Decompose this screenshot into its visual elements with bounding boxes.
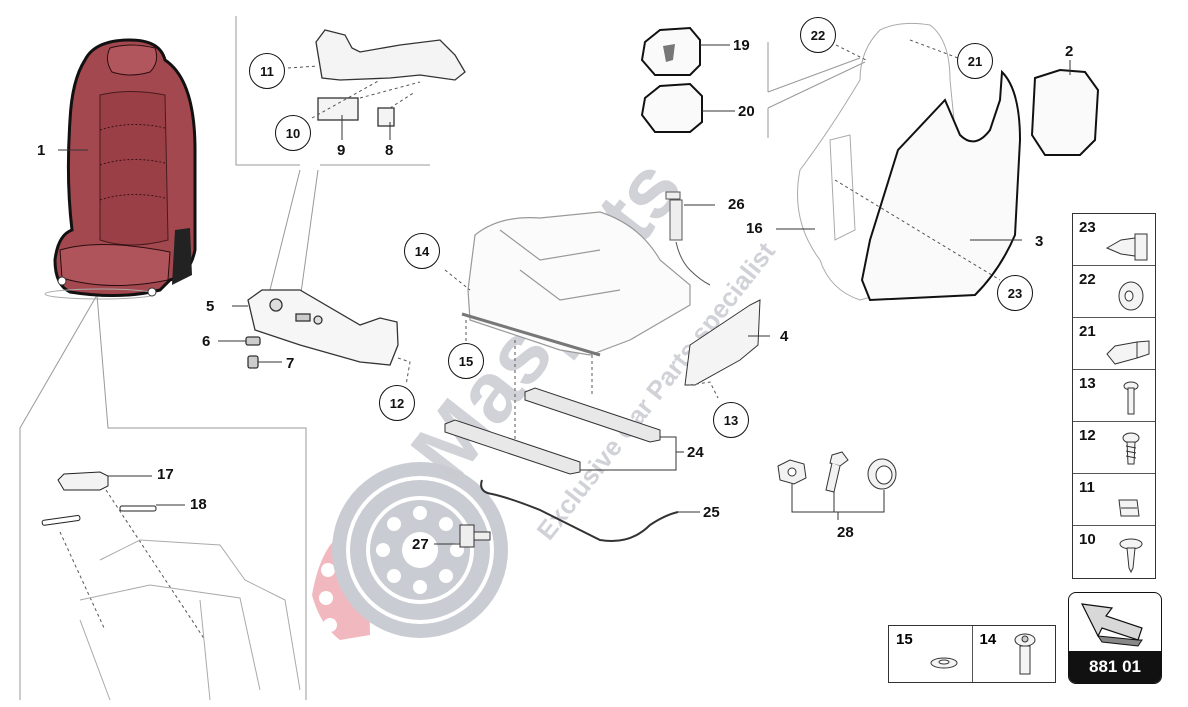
callout-20[interactable]: 20 (738, 103, 755, 120)
plug-icon (1105, 233, 1148, 261)
side-trim-4-illustration (684, 299, 761, 386)
callout-15[interactable]: 15 (448, 343, 484, 379)
callout-22[interactable]: 22 (800, 17, 836, 53)
seat-frame-illustration (79, 539, 301, 701)
callout-13[interactable]: 13 (713, 402, 749, 438)
clip-nut-icon (1118, 499, 1140, 517)
page-navigation-button[interactable]: 881 01 (1068, 592, 1162, 684)
callout-23[interactable]: 23 (997, 275, 1033, 311)
callout-12[interactable]: 12 (379, 385, 415, 421)
legend-item-10[interactable]: 10 (1073, 526, 1155, 578)
callout-3[interactable]: 3 (1035, 233, 1044, 250)
callout-8[interactable]: 8 (385, 142, 394, 159)
legend-item-12[interactable]: 12 (1073, 422, 1155, 474)
hardware-28-illustration (777, 451, 897, 493)
callout-21[interactable]: 21 (957, 43, 993, 79)
callout-2[interactable]: 2 (1065, 43, 1074, 60)
sleeve-icon (1106, 340, 1150, 365)
callout-11[interactable]: 11 (249, 53, 285, 89)
fastener-legend: 23 22 21 13 12 11 10 (1072, 213, 1156, 579)
backrest-frame-illustration (797, 22, 956, 301)
arrow-back-icon (1080, 603, 1143, 647)
callout-1[interactable]: 1 (37, 142, 46, 159)
callout-5[interactable]: 5 (206, 298, 215, 315)
callout-28[interactable]: 28 (837, 524, 854, 541)
backrest-cover-illustration (860, 68, 1100, 302)
callout-16[interactable]: 16 (746, 220, 763, 237)
connector-27-illustration (459, 524, 491, 548)
legend-item-21[interactable]: 21 (1073, 318, 1155, 370)
washer-icon (930, 657, 958, 669)
flange-bolt-icon (1014, 633, 1035, 675)
callout-7[interactable]: 7 (286, 355, 295, 372)
callout-24[interactable]: 24 (687, 444, 704, 461)
callout-4[interactable]: 4 (780, 328, 789, 345)
page-code: 881 01 (1069, 651, 1161, 683)
callout-17[interactable]: 17 (157, 466, 174, 483)
legend-item-13[interactable]: 13 (1073, 370, 1155, 422)
callout-27[interactable]: 27 (412, 536, 429, 553)
motor-17-illustration (41, 471, 157, 526)
side-trim-illustration (245, 289, 399, 369)
callout-18[interactable]: 18 (190, 496, 207, 513)
expansion-rivet-icon (1119, 538, 1143, 574)
headrest-cover-20 (640, 82, 703, 133)
callout-10[interactable]: 10 (275, 115, 311, 151)
torx-screw-icon (1123, 381, 1139, 415)
complete-seat-illustration (44, 38, 197, 300)
seat-rails-illustration (444, 387, 661, 475)
callout-6[interactable]: 6 (202, 333, 211, 350)
tapping-screw-icon (1122, 432, 1140, 465)
grommet-icon (1118, 281, 1144, 311)
callout-26[interactable]: 26 (728, 196, 745, 213)
callout-19[interactable]: 19 (733, 37, 750, 54)
bottom-fastener-legend: 15 14 (888, 625, 1056, 683)
seat-cushion-illustration (467, 211, 691, 356)
seat-trim-panel-illustration (315, 29, 466, 127)
watermark-wheel-icon (312, 462, 508, 640)
callout-14[interactable]: 14 (404, 233, 440, 269)
legend-item-11[interactable]: 11 (1073, 474, 1155, 526)
callout-25[interactable]: 25 (703, 504, 720, 521)
legend-item-22[interactable]: 22 (1073, 266, 1155, 318)
legend-item-23[interactable]: 23 (1073, 214, 1155, 266)
belt-buckle-illustration (665, 191, 711, 286)
headrest-pad-2 (1030, 68, 1100, 156)
callout-9[interactable]: 9 (337, 142, 346, 159)
legend-item-14[interactable]: 14 (973, 626, 1056, 682)
legend-item-15[interactable]: 15 (889, 626, 973, 682)
